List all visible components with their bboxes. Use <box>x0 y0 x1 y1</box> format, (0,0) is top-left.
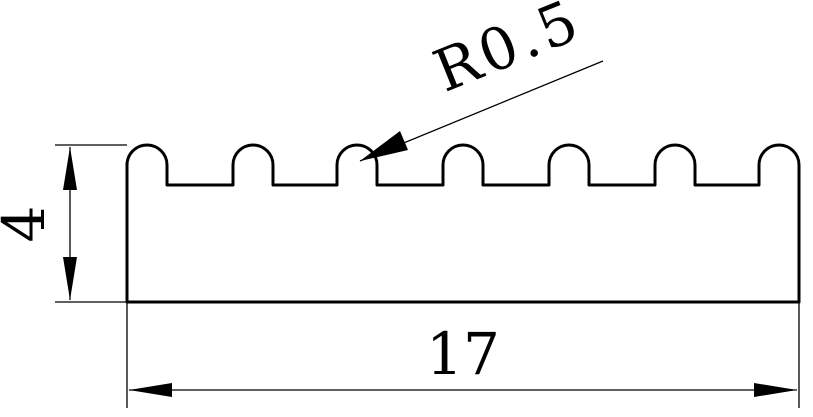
height-label: 4 <box>0 206 58 243</box>
width-arrow-left <box>129 383 172 397</box>
width-dimension: 17 <box>126 302 800 408</box>
height-arrow-top <box>63 147 77 190</box>
height-dimension: 4 <box>0 144 127 303</box>
width-label: 17 <box>426 320 500 388</box>
radius-arrow <box>360 131 408 161</box>
radius-label: R0.5 <box>424 0 590 105</box>
width-arrow-right <box>754 383 797 397</box>
height-arrow-bottom <box>63 257 77 300</box>
radius-leader: R0.5 <box>359 0 604 162</box>
profile-outline <box>125 143 801 304</box>
